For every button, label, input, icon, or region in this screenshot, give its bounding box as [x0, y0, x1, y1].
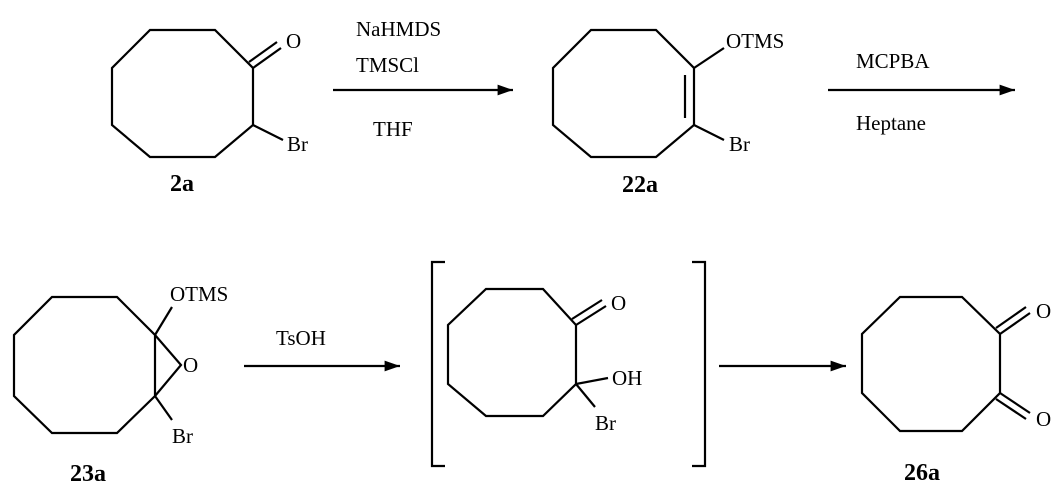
compound-id: 2a — [170, 171, 194, 197]
arrow-step-3: TsOH — [244, 326, 400, 372]
arrow-step-1: NaHMDS TMSCl THF — [333, 17, 513, 141]
carbonyl-bond-2 — [248, 41, 278, 63]
cyclooctane-ring — [12, 295, 157, 435]
compound-2a: O Br 2a — [110, 28, 308, 197]
carbonyl-bond-2 — [571, 299, 603, 320]
otms-label: OTMS — [170, 282, 228, 306]
compound-23a: OTMS O Br 23a — [12, 282, 228, 487]
bromine-label: Br — [172, 424, 193, 448]
solvent-thf: THF — [373, 117, 413, 141]
c-otms-bond — [154, 306, 173, 336]
carbonyl-bond-1b — [995, 306, 1027, 329]
reagent-tsoh: TsOH — [276, 326, 326, 350]
bromine-label: Br — [595, 411, 616, 435]
right-bracket — [692, 260, 707, 468]
arrow-step-2: MCPBA Heptane — [828, 49, 1015, 135]
c-otms-bond — [693, 47, 725, 69]
cyclooctane-ring — [110, 28, 255, 159]
oxygen-label-bottom: O — [1036, 407, 1051, 431]
cyclooctane-ring — [446, 287, 578, 418]
epoxide-ring — [154, 334, 183, 397]
carbonyl-bond-2a — [999, 392, 1031, 414]
oxygen-label: O — [611, 291, 626, 315]
carbonyl-bond-1 — [575, 305, 607, 326]
intermediate: O OH Br — [430, 260, 707, 468]
solvent-heptane: Heptane — [856, 111, 926, 135]
c-br-bond — [252, 124, 284, 141]
compound-id: 22a — [622, 172, 658, 198]
compound-26a: O O 26a — [860, 295, 1051, 486]
otms-label: OTMS — [726, 29, 784, 53]
hydroxyl-label: OH — [612, 366, 642, 390]
reagent-tmscl: TMSCl — [356, 53, 419, 77]
reagent-mcpba: MCPBA — [856, 49, 930, 73]
bromine-label: Br — [729, 132, 750, 156]
cyclooctene-ring — [551, 28, 696, 159]
carbonyl-bond-2b — [995, 398, 1027, 420]
compound-22a: OTMS Br 22a — [551, 28, 784, 198]
c-br-bond — [575, 383, 596, 408]
epoxide-oxygen-label: O — [183, 353, 198, 377]
bromine-label: Br — [287, 132, 308, 156]
oxygen-label-top: O — [1036, 299, 1051, 323]
c-oh-bond — [575, 376, 609, 386]
compound-id: 23a — [70, 461, 106, 487]
c-br-bond — [693, 124, 725, 141]
cyclooctane-ring — [860, 295, 1002, 433]
compound-id: 26a — [904, 460, 940, 486]
carbonyl-bond-1a — [999, 312, 1031, 335]
carbonyl-bond-1 — [252, 47, 282, 69]
oxygen-label: O — [286, 29, 301, 53]
c-br-bond — [154, 395, 173, 421]
left-bracket — [430, 260, 445, 468]
reagent-nahmds: NaHMDS — [356, 17, 441, 41]
